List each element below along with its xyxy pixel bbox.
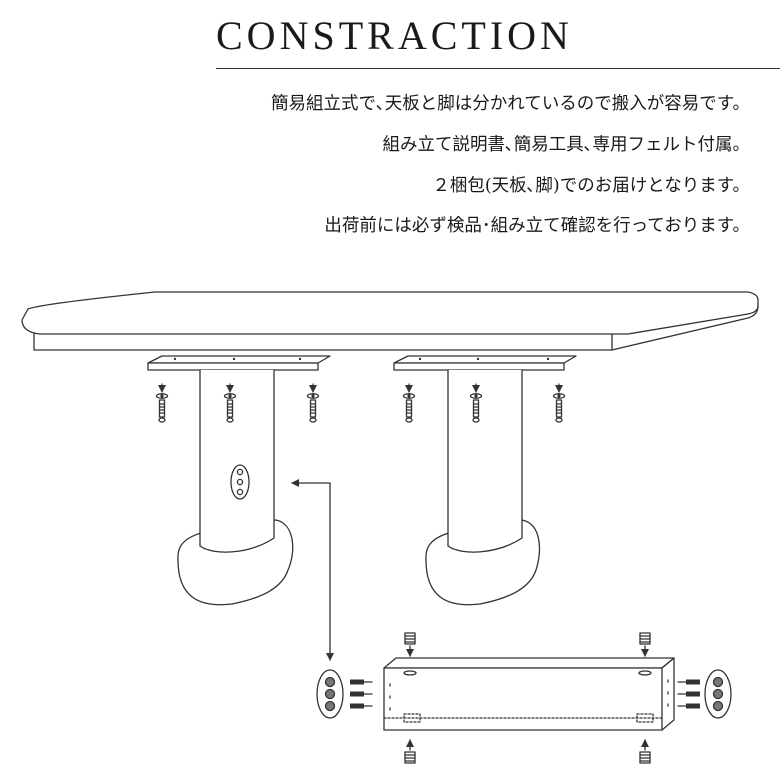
description-line-1: 簡易組立式で､天板と脚は分かれているので搬入が容易です。 xyxy=(271,94,750,114)
left-end-plate xyxy=(316,669,373,719)
left-leg xyxy=(177,369,294,606)
right-mounting-plate xyxy=(393,355,577,371)
description-line-2: 組み立て説明書､簡易工具､専用フェルト付属。 xyxy=(382,135,751,155)
description-line-4: 出荷前には必ず検品･組み立て確認を行っております。 xyxy=(324,216,750,236)
left-mounting-plate xyxy=(147,355,331,371)
detail-arrow xyxy=(291,479,334,661)
table-top xyxy=(21,291,759,351)
right-leg xyxy=(425,369,541,606)
description-line-3: ２梱包(天板､脚)でのお届けとなります。 xyxy=(432,176,750,196)
title-underline xyxy=(216,68,780,69)
page-title: CONSTRACTION xyxy=(216,13,573,58)
right-end-plate xyxy=(677,669,732,719)
crossbar-beam xyxy=(383,657,675,731)
